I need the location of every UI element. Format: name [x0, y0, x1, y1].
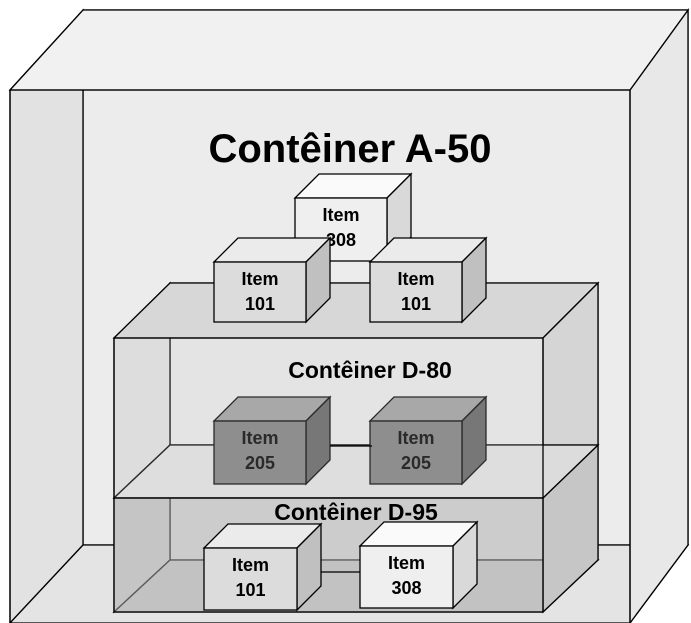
middle-container-title: Contêiner D-80 [288, 357, 452, 383]
item-label-name: Item [397, 269, 434, 289]
item-label-name: Item [241, 269, 278, 289]
item-box-front [213, 261, 307, 323]
item-box: Item 205 [368, 395, 488, 486]
item-box-front [203, 547, 298, 611]
item-box-front [213, 420, 307, 485]
outer-top [8, 9, 690, 91]
outer-container-title: Contêiner A-50 [208, 127, 491, 171]
item-label-name: Item [232, 555, 269, 575]
item-box: Item 308 [358, 520, 479, 610]
item-label-number: 205 [245, 453, 275, 473]
item-label-number: 205 [401, 453, 431, 473]
item-box: Item 101 [202, 522, 323, 612]
item-label-number: 101 [235, 580, 265, 600]
item-box: Item 205 [212, 395, 332, 486]
item-label-name: Item [322, 205, 359, 225]
outer-container [8, 7, 690, 623]
item-label-number: 308 [326, 230, 356, 250]
middle-front-face [113, 337, 544, 499]
outer-left-wall [9, 8, 84, 623]
outer-front-frame [9, 89, 631, 623]
item-label-number: 101 [401, 294, 431, 314]
item-label-name: Item [241, 428, 278, 448]
middle-container [112, 281, 600, 500]
item-label-number: 101 [245, 294, 275, 314]
outer-right-wall [629, 7, 689, 623]
item-box: Item 101 [368, 236, 488, 324]
item-box-front [369, 261, 463, 323]
item-box-front [359, 545, 454, 609]
item-label-name: Item [397, 428, 434, 448]
lower-container-title: Contêiner D-95 [274, 499, 438, 525]
front-items-layer: Item 101 Item 308 [202, 520, 479, 612]
item-label-name: Item [388, 553, 425, 573]
item-box: Item 101 [212, 236, 332, 324]
middle-top [112, 282, 600, 339]
item-box-front [369, 420, 463, 485]
item-label-number: 308 [391, 578, 421, 598]
